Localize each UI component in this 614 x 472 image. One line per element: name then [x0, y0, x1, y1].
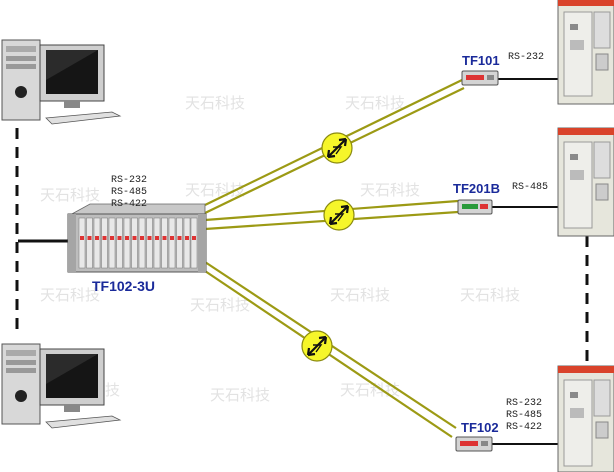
- rack-chassis-icon: [67, 203, 207, 273]
- switchgear-cabinet-icon: [557, 0, 614, 105]
- converter-icon: [455, 436, 493, 452]
- protocol-label: RS-485: [111, 187, 148, 198]
- protocol-label: RS-485: [506, 410, 543, 421]
- tf201b-protocol: RS-485: [512, 182, 549, 193]
- lightning-symbol: [323, 199, 355, 231]
- computer-icon: [1, 39, 122, 125]
- lightning-symbol: [301, 330, 333, 362]
- protocol-label: RS-422: [506, 422, 543, 433]
- tf201b-name: TF201B: [453, 181, 500, 196]
- protocol-label: RS-232: [111, 175, 148, 186]
- protocol-label: RS-232: [506, 398, 543, 409]
- tf101-name: TF101: [462, 53, 500, 68]
- watermark: 天石科技: [460, 287, 520, 304]
- watermark: 天石科技: [345, 95, 405, 112]
- central-device-name: TF102-3U: [92, 278, 156, 294]
- tf102-name: TF102: [461, 420, 499, 435]
- watermark: 天石科技: [340, 382, 400, 399]
- watermark: 天石科技: [210, 387, 270, 404]
- watermark: 天石科技: [40, 287, 100, 304]
- tf101-protocol: RS-232: [508, 52, 545, 63]
- watermark: 天石科技: [190, 297, 250, 314]
- lightning-symbol: [321, 132, 353, 164]
- switchgear-cabinet-icon: [557, 127, 614, 237]
- computer-icon: [1, 343, 122, 429]
- protocol-label: RS-422: [111, 199, 148, 210]
- watermarks: 天石科技 天石科技 天石科技 天石科技 天石科技 天石科技 天石科技 天石科技 …: [40, 95, 520, 404]
- watermark: 天石科技: [185, 95, 245, 112]
- converter-icon: [457, 199, 493, 215]
- watermark: 天石科技: [185, 182, 245, 199]
- switchgear-cabinet-icon: [557, 365, 614, 472]
- tf102-protocols: RS-232 RS-485 RS-422: [506, 398, 542, 434]
- watermark: 天石科技: [360, 182, 420, 199]
- converter-icon: [461, 70, 499, 86]
- watermark: 天石科技: [40, 187, 100, 204]
- central-protocols: RS-232 RS-485 RS-422: [111, 175, 147, 211]
- watermark: 天石科技: [330, 287, 390, 304]
